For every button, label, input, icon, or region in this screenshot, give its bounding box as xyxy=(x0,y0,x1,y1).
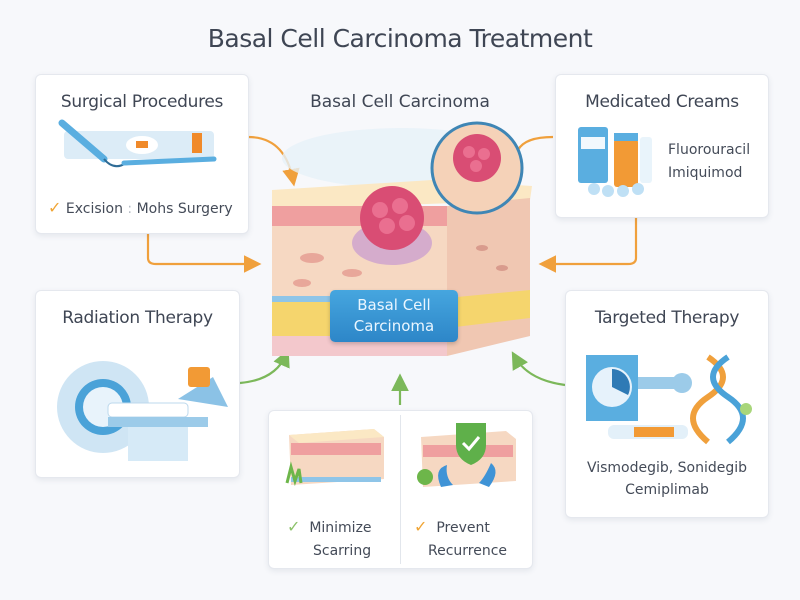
drugs-line-1: Vismodegib, Sonidegib xyxy=(586,460,748,476)
outcome-minimize-scarring: ✓ Minimize Scarring xyxy=(287,515,372,563)
shield-check-icon xyxy=(456,423,486,465)
label-line-1: Basal Cell xyxy=(357,296,431,314)
dna-and-device-illustration xyxy=(586,354,752,445)
card-title: Radiation Therapy xyxy=(62,308,213,328)
healthy-skin-illustration xyxy=(285,429,384,487)
arrow-creams-top xyxy=(517,135,554,151)
surgical-procedures-card: Surgical Procedures ✓ Excision : Mohs Su… xyxy=(35,74,249,234)
card-title: Medicated Creams xyxy=(585,92,739,112)
outcome-line-2: Scarring xyxy=(313,543,372,559)
check-icon: ✓ xyxy=(287,517,301,536)
skin-cross-section-illustration xyxy=(272,121,532,356)
card-title: Surgical Procedures xyxy=(60,92,224,112)
item-mohs-surgery: Mohs Surgery xyxy=(136,201,233,217)
outcome-line-1: Minimize xyxy=(309,520,372,536)
outcome-line-1: Prevent xyxy=(436,520,490,536)
surgical-items: ✓ Excision : Mohs Surgery xyxy=(48,198,233,217)
arrow-surgical-top xyxy=(247,135,300,187)
targeted-drugs: Vismodegib, Sonidegib Cemiplimab xyxy=(566,457,768,501)
item-imiquimod: Imiquimod xyxy=(668,165,743,181)
cream-jars-illustration xyxy=(578,127,652,197)
outcome-line-2: Recurrence xyxy=(428,543,508,559)
separator: : xyxy=(127,201,133,217)
item-fluorouracil: Fluorouracil xyxy=(668,142,751,158)
check-icon: ✓ xyxy=(48,198,62,217)
radiation-therapy-card: Radiation Therapy xyxy=(35,290,240,478)
card-title: Targeted Therapy xyxy=(594,308,740,328)
outcomes-card: ✓ Minimize Scarring ✓ Prevent Recurrence xyxy=(268,410,533,569)
page-title: Basal Cell Carcinoma Treatment xyxy=(207,24,593,53)
arrow-surgical-bottom xyxy=(146,232,262,273)
outcome-prevent-recurrence: ✓ Prevent Recurrence xyxy=(414,515,507,563)
radiation-machine-illustration xyxy=(57,361,228,461)
basal-cell-carcinoma-label: Basal Cell Carcinoma xyxy=(330,290,458,342)
arrow-radiation xyxy=(239,348,290,385)
protected-skin-illustration xyxy=(417,423,516,487)
drugs-line-2: Cemiplimab xyxy=(625,482,709,498)
check-icon: ✓ xyxy=(414,517,428,536)
arrow-creams-bottom xyxy=(538,218,638,273)
item-excision: Excision xyxy=(65,201,123,217)
creams-items: Fluorouracil Imiquimod xyxy=(668,139,750,185)
center-title: Basal Cell Carcinoma xyxy=(310,92,490,112)
label-line-2: Carcinoma xyxy=(353,317,435,335)
scalpel-illustration xyxy=(58,119,217,168)
medicated-creams-card: Medicated Creams Fluorouracil Imiquimod xyxy=(555,74,769,218)
divider xyxy=(400,415,401,564)
arrow-targeted xyxy=(511,351,566,387)
targeted-therapy-card: Targeted Therapy Vismodegib, Sonidegib C… xyxy=(565,290,769,518)
